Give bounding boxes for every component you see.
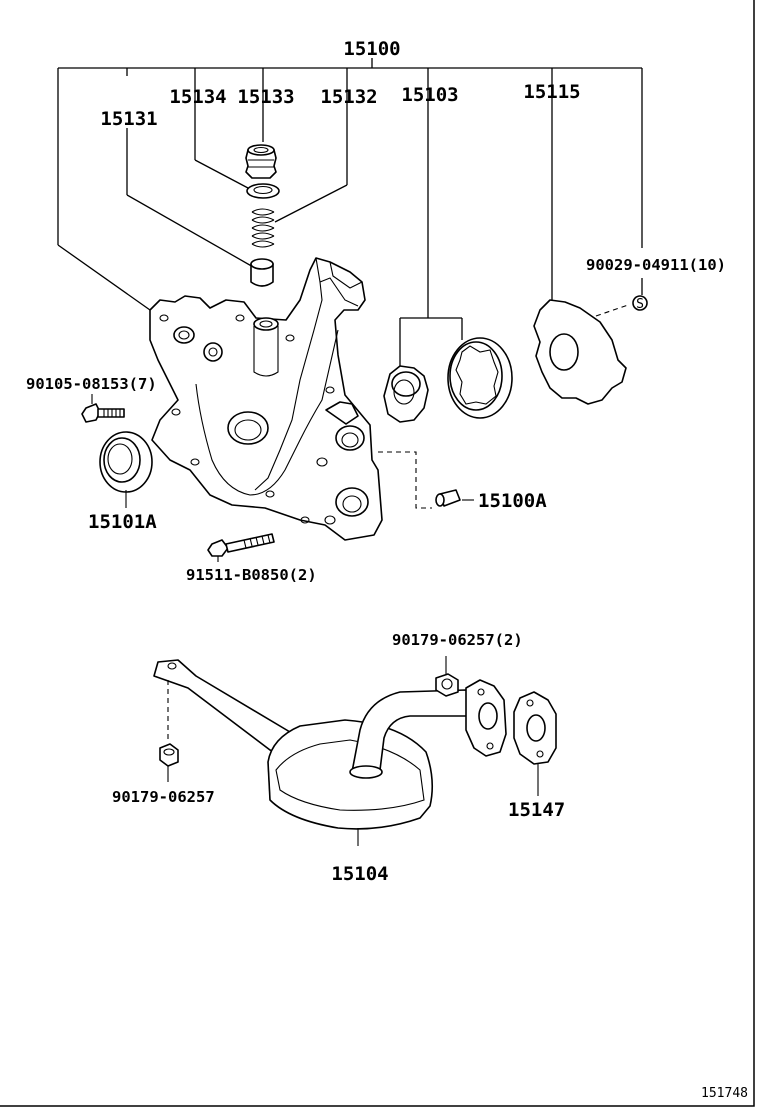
- screw-symbol-text: S: [636, 297, 644, 312]
- drive-rotor: [383, 365, 429, 423]
- relief-valve-piston: [250, 258, 274, 287]
- label-90179-06257-pair: 90179-06257(2): [392, 631, 523, 649]
- label-15131: 15131: [100, 108, 157, 130]
- label-15100: 15100: [343, 38, 400, 60]
- label-15104: 15104: [331, 863, 388, 885]
- oil-strainer: [153, 659, 507, 846]
- label-15115: 15115: [523, 81, 580, 103]
- relief-valve-gasket: [246, 183, 280, 199]
- label-90179-06257-single: 90179-06257: [112, 788, 215, 806]
- label-90105-08153: 90105-08153(7): [26, 375, 157, 393]
- label-91511-B0850: 91511-B0850(2): [186, 566, 317, 584]
- label-15147: 15147: [508, 799, 565, 821]
- label-15132: 15132: [320, 86, 377, 108]
- bolt-91511: [207, 533, 275, 562]
- strainer-gasket: [513, 691, 557, 796]
- relief-valve-plug: [245, 144, 277, 179]
- relief-valve-spring: [251, 208, 275, 248]
- screw-symbol: S: [632, 295, 648, 312]
- label-15101A: 15101A: [88, 511, 157, 533]
- figure-id: 151748: [701, 1086, 748, 1101]
- dowel-pin: [378, 451, 474, 509]
- label-15100A: 15100A: [478, 490, 547, 512]
- label-15103: 15103: [401, 84, 458, 106]
- oil-pump-body: [149, 257, 383, 541]
- bracket-15100: [57, 58, 643, 368]
- oil-seal: [99, 431, 153, 508]
- nut-90179-single: [159, 743, 179, 782]
- nut-90179-pair: [435, 656, 459, 697]
- driven-rotor: [447, 337, 513, 419]
- label-15134: 15134: [169, 86, 226, 108]
- label-15133: 15133: [237, 86, 294, 108]
- label-90029-04911: 90029-04911(10): [586, 256, 726, 274]
- pump-cover: [533, 299, 629, 405]
- bolt-90105: [81, 394, 125, 423]
